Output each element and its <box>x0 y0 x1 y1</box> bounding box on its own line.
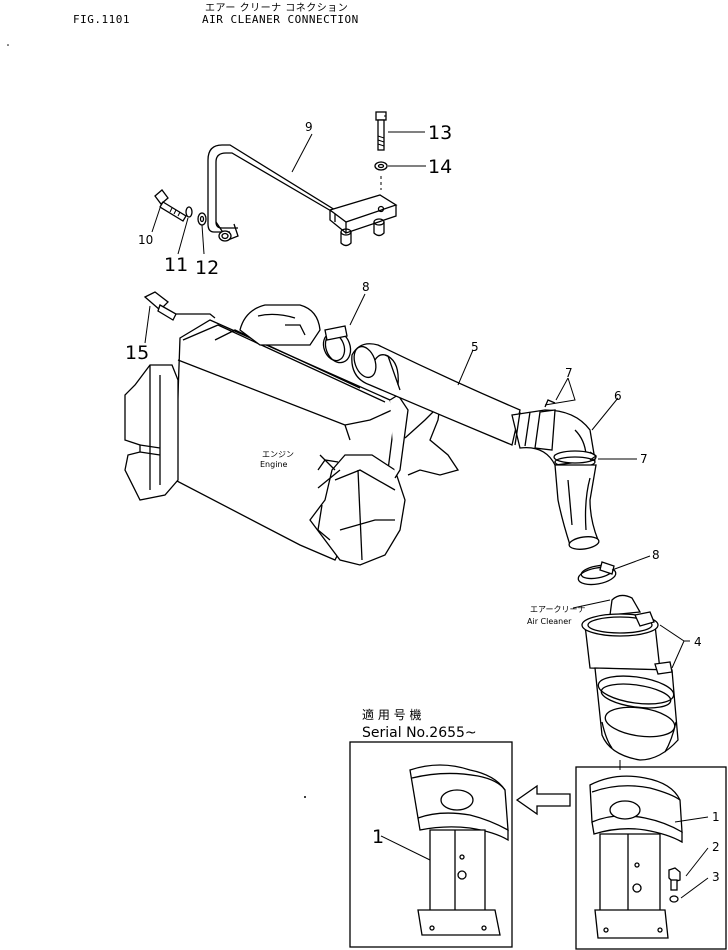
washer-part11 <box>185 206 193 218</box>
leader-lines <box>144 131 709 899</box>
label-part14: 14 <box>428 156 452 178</box>
label-part6: 6 <box>614 389 622 403</box>
clamp-part8-lower <box>577 561 617 586</box>
air-cleaner-label: Air Cleaner <box>527 617 572 626</box>
pipe-lower <box>554 464 600 550</box>
label-part7-mid: 7 <box>640 452 648 466</box>
label-part8-lower: 8 <box>652 548 660 562</box>
label-part1-left: 1 <box>372 826 384 848</box>
bolt-part13 <box>375 111 387 151</box>
label-part2: 2 <box>712 840 720 854</box>
serial-label: Serial No.2655~ <box>362 725 477 741</box>
clamp-part8-upper <box>322 325 352 364</box>
arrow-left-icon <box>515 784 571 816</box>
engine-label-jp: エンジン <box>262 450 294 459</box>
serial-label-jp: 適 用 号 機 <box>362 707 421 722</box>
label-part5: 5 <box>471 340 479 354</box>
label-part3: 3 <box>712 870 720 884</box>
label-part8-upper: 8 <box>362 280 370 294</box>
serial-inset-box <box>349 741 513 948</box>
elbow-part6 <box>511 399 598 468</box>
engine-label: Engine <box>260 460 287 469</box>
bolt-part10 <box>154 189 187 222</box>
label-part15: 15 <box>125 342 149 364</box>
washer-part12 <box>197 212 207 226</box>
label-part11: 11 <box>164 254 188 276</box>
air-cleaner-label-jp: エアークリーナ <box>530 605 586 614</box>
label-part13: 13 <box>428 122 452 144</box>
label-part12: 12 <box>195 257 219 279</box>
figure-title: AIR CLEANER CONNECTION <box>202 13 359 26</box>
label-part4: 4 <box>694 635 702 649</box>
air-cleaner-assembly <box>581 594 679 761</box>
figure-number: FIG.1101 <box>73 13 130 26</box>
label-part9: 9 <box>305 120 313 134</box>
engine-block <box>124 304 460 566</box>
label-part1-right: 1 <box>712 810 720 824</box>
title-japanese: エアー クリーナ コネクション <box>205 3 349 14</box>
sensor-part15 <box>143 291 216 321</box>
washer-part14 <box>374 161 388 171</box>
label-part7-upper: 7 <box>565 366 573 380</box>
standard-box <box>575 766 727 950</box>
label-part10: 10 <box>138 233 153 247</box>
pipe-bracket-part9 <box>207 144 398 247</box>
